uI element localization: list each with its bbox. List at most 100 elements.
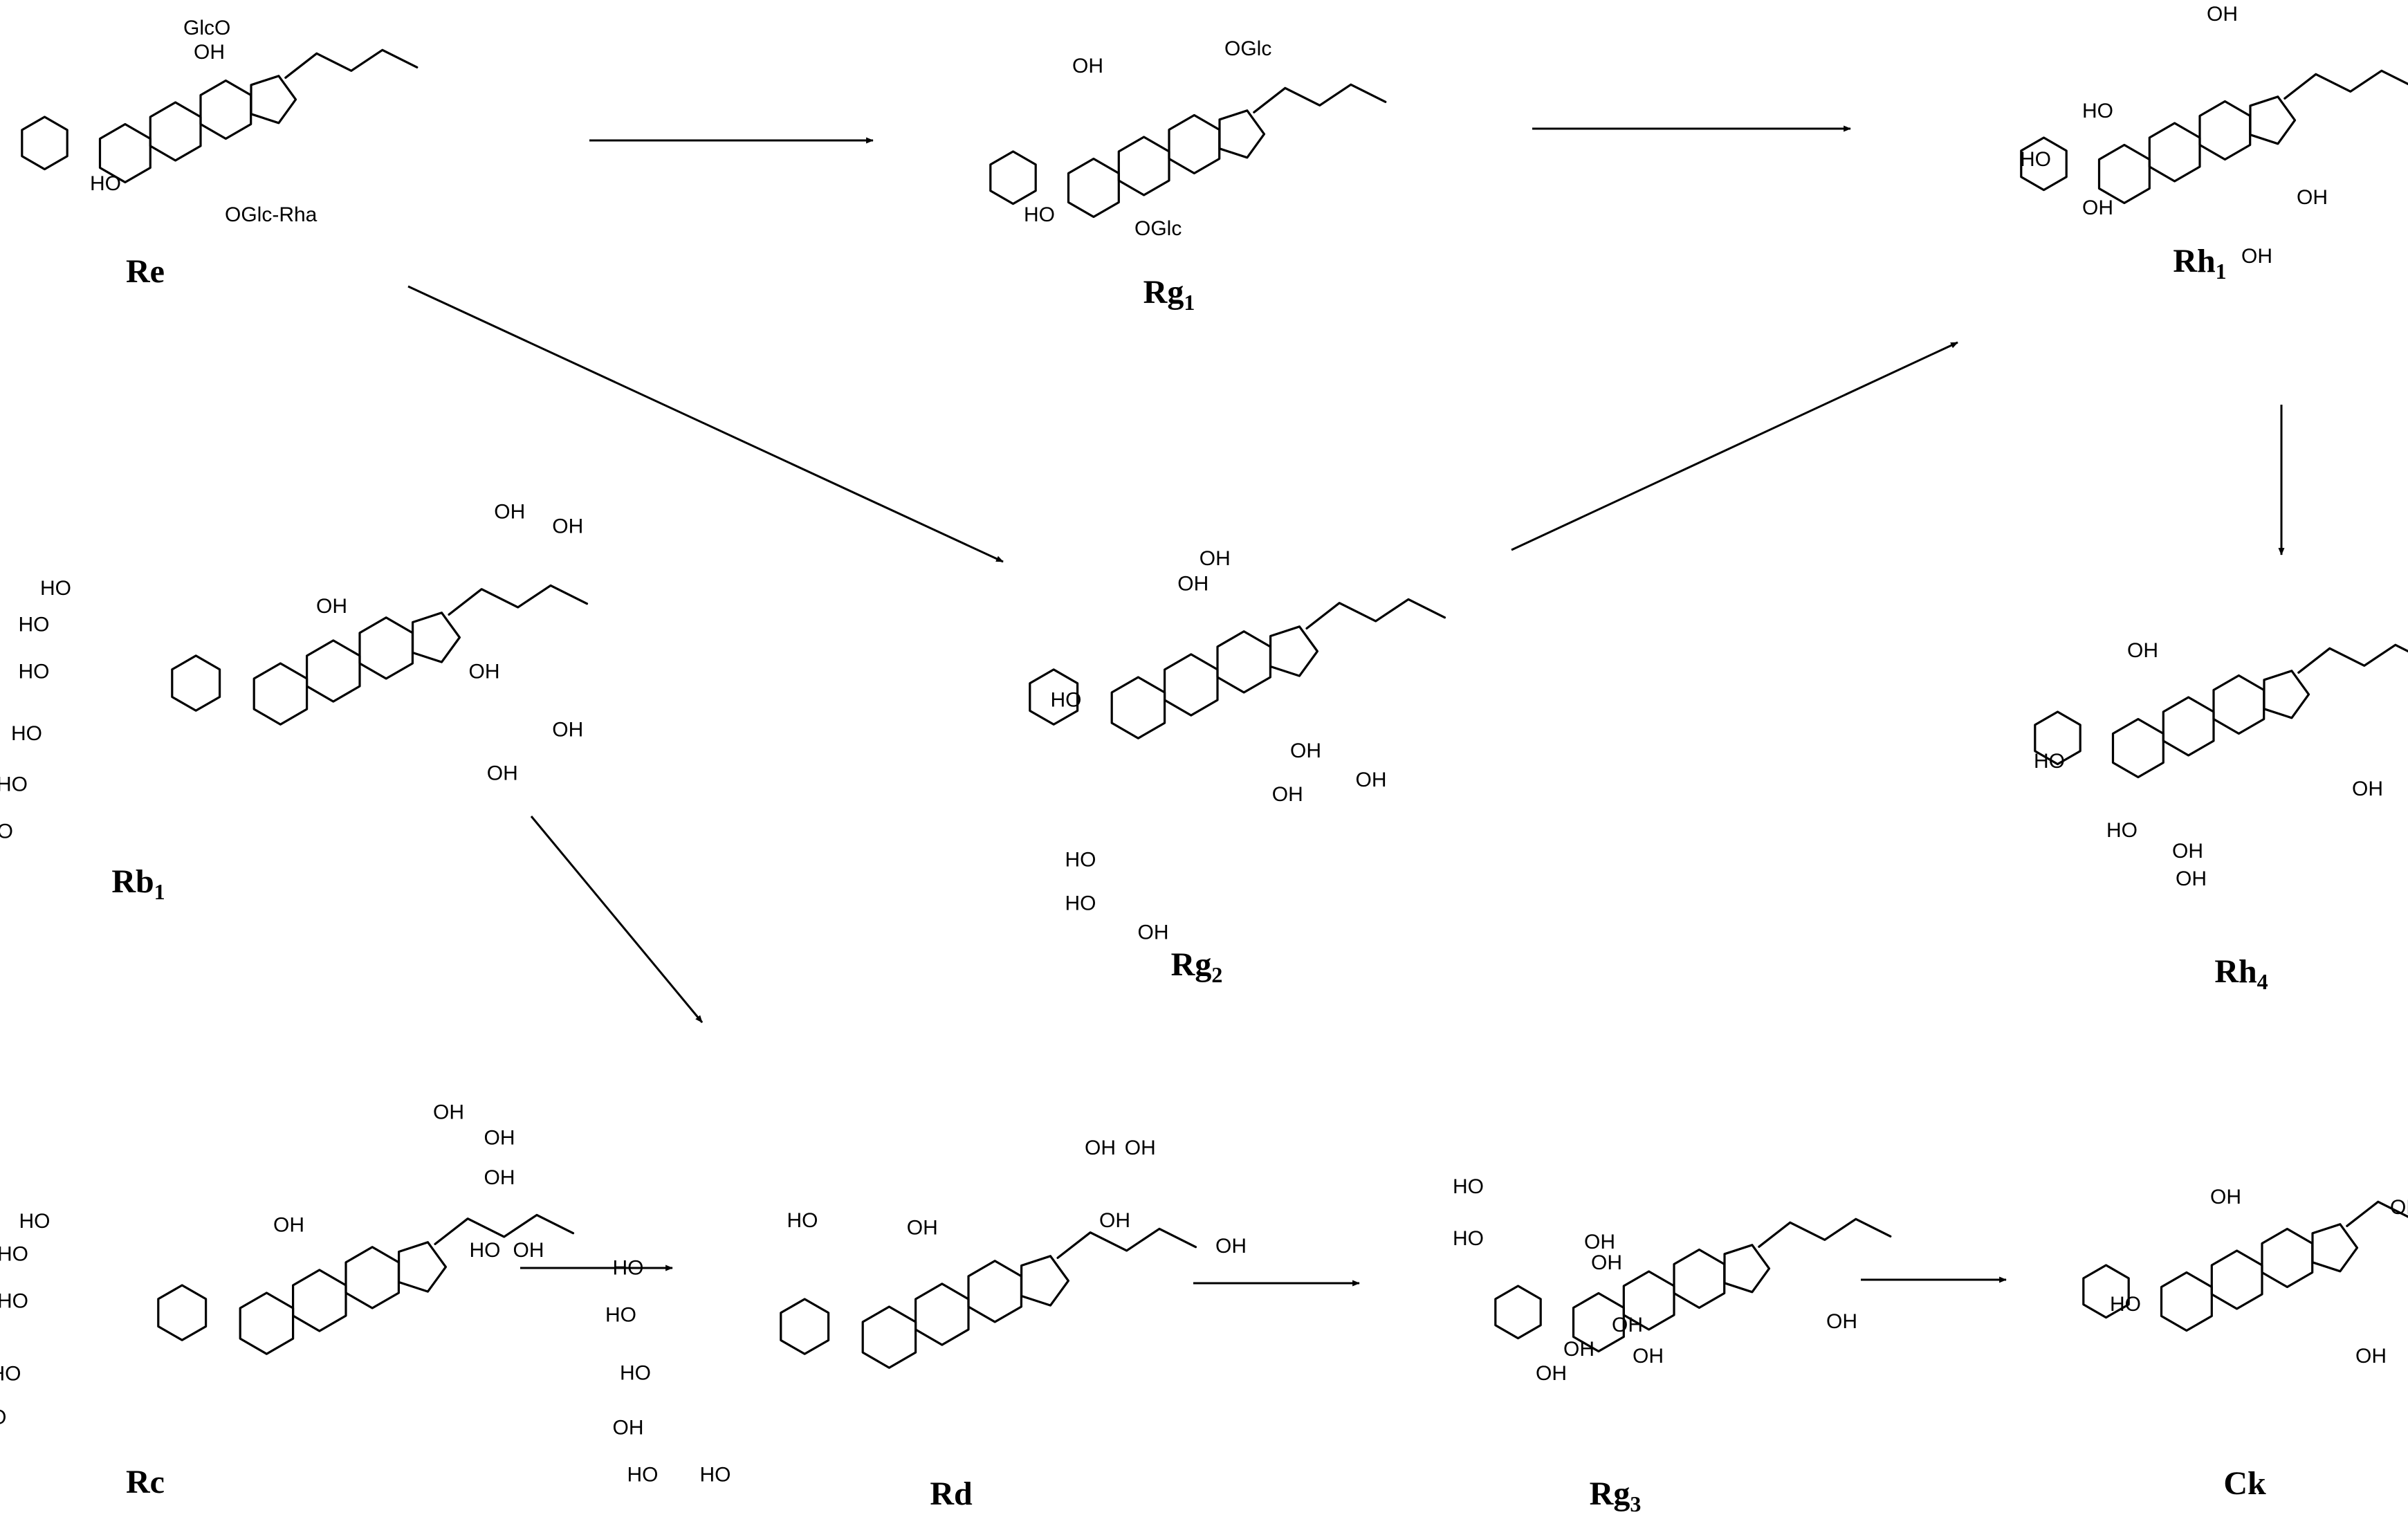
side-chain-rg1 (1253, 83, 1387, 113)
atom-label-rd-1: HO (787, 1209, 818, 1232)
ring-rc-0 (239, 1291, 295, 1355)
side-chain-rg3 (1758, 1217, 1892, 1248)
atom-label-rg2-2: HO (1051, 689, 1082, 712)
atom-label-rg2-7: HO (1065, 892, 1096, 915)
atom-label-rg2-5: OH (1356, 769, 1387, 791)
atom-label-rh4-3: HO (2106, 819, 2138, 842)
atom-label-rg3-8: OH (1826, 1310, 1857, 1333)
arrow-rb1-to-rd (530, 816, 704, 1023)
atom-label-rc-2: HO (19, 1210, 50, 1233)
arrow-rg2-to-rh1 (1511, 341, 1958, 551)
ring-rh1-0 (2097, 143, 2151, 205)
ring-rg1-1 (1117, 136, 1170, 196)
atom-label-rb1-1: OH (552, 515, 583, 538)
atom-label-re-3: OGlc-Rha (225, 203, 318, 226)
atom-label-rd-5: HO (605, 1304, 636, 1327)
ring-rh1-2 (2198, 100, 2252, 161)
atom-label-rh1-3: OH (2082, 196, 2113, 219)
atom-label-rb1-6: HO (11, 722, 42, 745)
atom-label-rb1-10: OH (552, 719, 583, 742)
ring-rg2-1 (1163, 653, 1219, 717)
ring-re-1 (149, 101, 202, 162)
ring-rg3-5 (1723, 1244, 1771, 1294)
atom-label-rg3-0: HO (1453, 1175, 1484, 1198)
atom-label-rh1-4: OH (2297, 186, 2328, 209)
side-chain-rg2 (1305, 598, 1446, 630)
atom-label-rg2-6: HO (1065, 849, 1096, 872)
ring-rb1-0 (252, 662, 309, 726)
atom-label-rg3-1: HO (1453, 1227, 1484, 1250)
ring-rh1-5 (2249, 95, 2297, 145)
atom-label-rg3-5: OH (1633, 1345, 1664, 1368)
atom-label-rg2-8: OH (1138, 921, 1169, 944)
atom-label-rc-3: HO (0, 1242, 28, 1265)
ring-re-2 (199, 79, 252, 140)
atom-label-rd-8: HO (627, 1464, 659, 1487)
atom-label-rd-4: HO (613, 1256, 644, 1279)
atom-label-rb1-3: HO (19, 613, 50, 636)
ring-rg2-2 (1216, 630, 1272, 694)
atom-label-rh4-5: OH (2176, 867, 2207, 890)
compound-name-ck: Ck (2223, 1465, 2266, 1502)
ring-ck-5 (2311, 1223, 2359, 1273)
compound-name-rg2: Rg2 (1171, 946, 1223, 987)
ring-rc-2 (344, 1246, 401, 1309)
compound-rb1: OHOHHOHOHOOHHOHOHOOHOHOHRb1 (0, 501, 589, 904)
atom-label-rd-10: OH (1099, 1209, 1130, 1232)
atom-label-rc-7: HO (0, 1406, 7, 1429)
atom-label-ck-5: OH (2355, 1345, 2387, 1368)
atom-label-rc-9: OH (484, 1166, 515, 1189)
atom-label-rh1-1: HO (2082, 100, 2113, 122)
atom-label-rg3-2: OH (1584, 1231, 1615, 1253)
sugar-ring-rg2 (1029, 668, 1079, 726)
ring-rb1-2 (358, 616, 414, 680)
atom-label-rb1-5: OH (316, 595, 347, 618)
side-chain-re (284, 48, 419, 79)
sugar-ring-rh1 (2020, 136, 2068, 192)
side-chain-rh1 (2283, 69, 2408, 100)
atom-label-rg2-4: OH (1272, 783, 1303, 806)
atom-label-rg3-4: OH (1612, 1314, 1643, 1336)
side-chain-rd (1056, 1227, 1197, 1260)
atom-label-rg1-0: OH (1072, 55, 1103, 77)
ring-rd-5 (1020, 1255, 1070, 1307)
ring-rc-1 (292, 1269, 347, 1332)
sugar-ring-rd (780, 1298, 830, 1355)
side-chain-rh4 (2297, 643, 2408, 674)
ring-rc-5 (397, 1241, 448, 1293)
ring-rg1-5 (1218, 109, 1266, 159)
ring-rd-1 (914, 1282, 970, 1346)
atom-label-rg1-2: HO (1024, 203, 1055, 226)
atom-label-ck-2: OH (2390, 1196, 2408, 1219)
atom-label-rh4-4: OH (2172, 840, 2203, 863)
atom-label-rg2-1: OH (1177, 573, 1208, 596)
atom-label-rg3-7: OH (1536, 1362, 1567, 1385)
compound-ck: OHHOOHOHOHOHCk (2082, 1186, 2408, 1502)
atom-label-rg2-0: OH (1200, 547, 1231, 570)
compound-name-rd: Rd (930, 1475, 973, 1512)
atom-label-rc-11: HO (470, 1239, 501, 1262)
ring-re-5 (250, 75, 297, 125)
ring-rb1-5 (411, 612, 461, 663)
atom-label-rd-9: HO (700, 1464, 731, 1487)
side-chain-rc (434, 1213, 575, 1246)
arrow-re-to-rg2 (407, 285, 1004, 563)
sugar-ring-rh4 (2034, 710, 2081, 766)
atom-label-rg2-3: OH (1290, 739, 1321, 762)
ring-rh4-1 (2162, 696, 2215, 757)
sugar-ring-re (21, 116, 68, 171)
ring-rh4-0 (2111, 717, 2165, 779)
atom-label-re-1: OH (194, 41, 225, 64)
ring-rd-0 (861, 1305, 917, 1369)
compound-name-rg3: Rg3 (1590, 1475, 1642, 1516)
sugar-ring-ck (2082, 1264, 2130, 1319)
atom-label-rb1-8: HO (0, 820, 13, 843)
ring-rb1-1 (306, 639, 361, 703)
atom-label-rc-0: OH (433, 1101, 464, 1124)
sugar-ring-rb1 (171, 654, 221, 712)
